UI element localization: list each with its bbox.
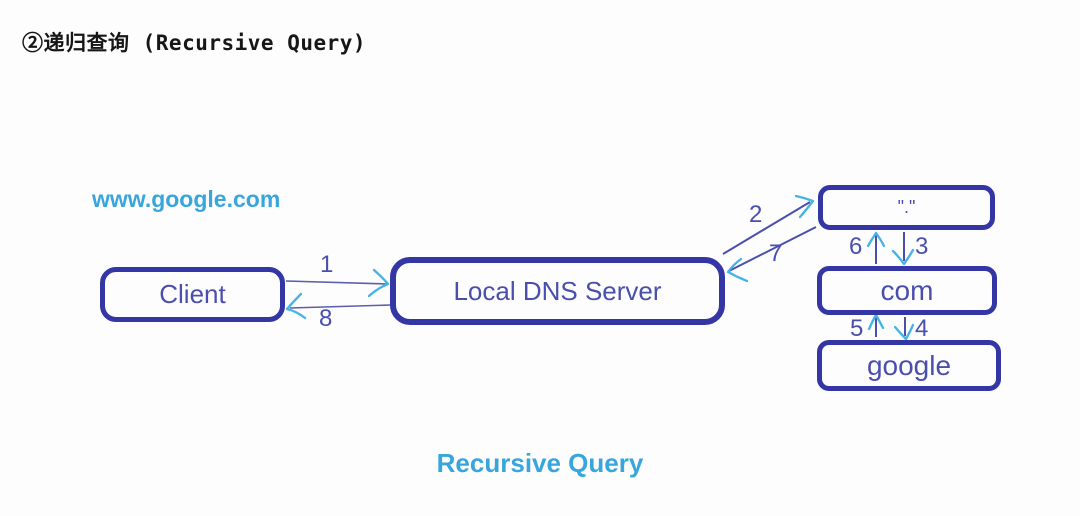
- com-tld-server-node: com: [817, 266, 997, 315]
- local-dns-server-node: Local DNS Server: [390, 257, 725, 325]
- step-6-label: 6: [849, 233, 863, 260]
- client-node: Client: [100, 267, 285, 322]
- root-server-node-label: ".": [897, 197, 916, 217]
- step-3-label: 3: [915, 233, 929, 260]
- arrow-2-head-icon: [794, 194, 815, 219]
- arrow-1-head-icon: [367, 268, 390, 298]
- arrow-8-line: [289, 304, 391, 309]
- arrow-4-head-icon: [893, 323, 915, 341]
- client-node-label: Client: [159, 279, 226, 309]
- arrow-7-head-icon: [726, 257, 749, 283]
- com-tld-server-node-label: com: [880, 274, 934, 306]
- step-4-label: 4: [915, 315, 929, 342]
- arrow-5-head-icon: [867, 313, 885, 331]
- google-ns-server-node: google: [817, 340, 1001, 391]
- step-2-label: 2: [749, 201, 763, 228]
- arrow-8-head-icon: [285, 292, 307, 320]
- arrow-2-line: [722, 201, 811, 255]
- arrow-1-line: [285, 280, 388, 285]
- step-1-label: 1: [320, 251, 334, 278]
- step-5-label: 5: [850, 315, 864, 342]
- step-8-label: 8: [319, 305, 333, 332]
- page-title: ②递归查询 (Recursive Query): [22, 31, 367, 55]
- query-domain-label: www.google.com: [92, 186, 281, 212]
- diagram-caption: Recursive Query: [436, 448, 644, 478]
- google-ns-server-node-label: google: [866, 349, 952, 381]
- root-server-node: ".": [818, 185, 995, 230]
- arrow-6-head-icon: [866, 231, 886, 248]
- step-7-label: 7: [769, 240, 783, 267]
- local-dns-server-node-label: Local DNS Server: [453, 275, 662, 306]
- arrow-3-head-icon: [891, 248, 915, 266]
